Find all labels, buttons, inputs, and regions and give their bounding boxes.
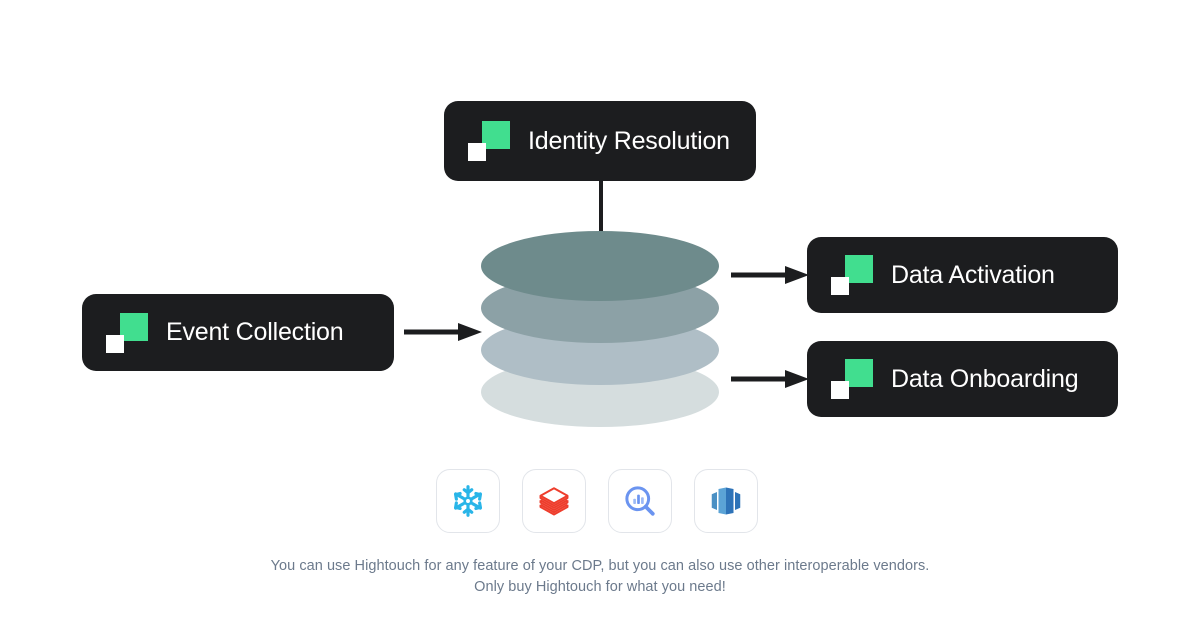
hightouch-logo-icon [468,119,512,163]
hightouch-logo-icon [831,357,875,401]
caption: You can use Hightouch for any feature of… [0,556,1200,598]
node-identity-resolution-label: Identity Resolution [528,126,730,155]
caption-line-1: You can use Hightouch for any feature of… [270,558,930,574]
vendor-card-redshift[interactable] [694,469,758,533]
warehouse-layer-1 [481,231,719,301]
arrow-warehouse-to-onboarding [731,370,809,388]
node-identity-resolution[interactable]: Identity Resolution [444,101,756,181]
vendor-card-bigquery[interactable] [608,469,672,533]
data-warehouse-cylinder [481,231,719,427]
node-event-collection[interactable]: Event Collection [82,294,394,371]
vendor-card-snowflake[interactable] [436,469,500,533]
arrow-warehouse-to-activation [731,266,809,284]
node-data-activation[interactable]: Data Activation [807,237,1118,313]
caption-line-2: Only buy Hightouch for what you need! [474,579,726,595]
node-data-onboarding[interactable]: Data Onboarding [807,341,1118,417]
vendor-logo-row [436,469,758,533]
node-data-onboarding-label: Data Onboarding [891,364,1079,393]
vendor-card-databricks[interactable] [522,469,586,533]
connector-identity-to-warehouse [599,178,603,240]
snowflake-icon [454,485,482,517]
node-data-activation-label: Data Activation [891,260,1055,289]
hightouch-logo-icon [831,253,875,297]
databricks-icon [539,487,569,516]
hightouch-logo-icon [106,311,150,355]
bigquery-icon [625,486,655,516]
redshift-icon [711,487,741,515]
arrow-event-to-warehouse [404,323,482,341]
node-event-collection-label: Event Collection [166,318,344,346]
